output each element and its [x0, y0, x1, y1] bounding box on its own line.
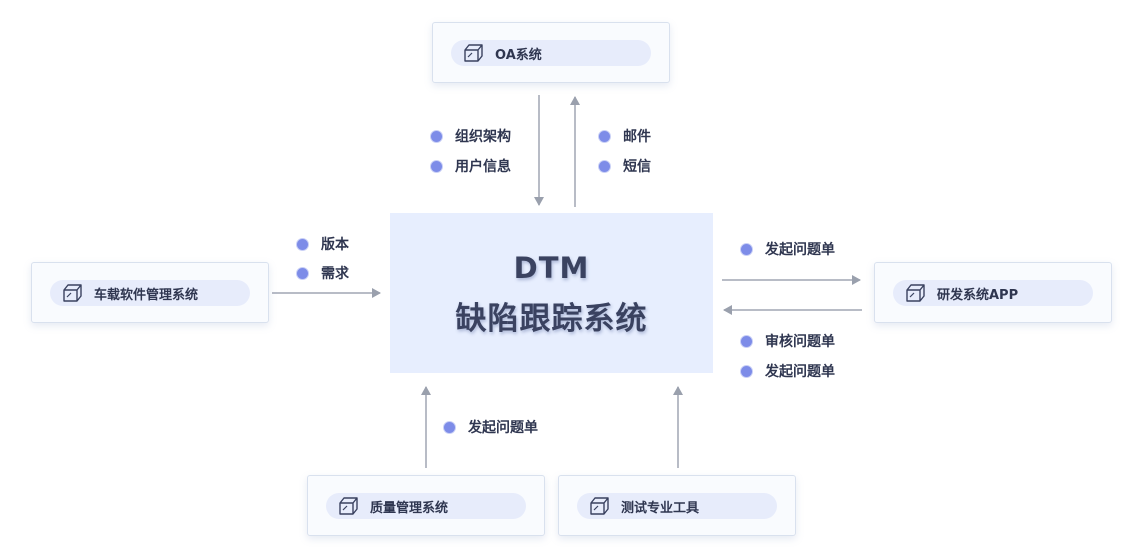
bullet-dot [740, 364, 753, 378]
flow-label-org-structure: 组织架构 [430, 126, 511, 146]
vehicle-system-box: 车载软件管理系统 [31, 262, 269, 323]
oa-system-label: OA系统 [495, 47, 542, 63]
flow-label-raise-issue-quality: 发起问题单 [443, 417, 538, 437]
rnd-app-pill: 研发系统APP [893, 280, 1093, 306]
cube-icon [464, 44, 483, 62]
vehicle-system-label: 车载软件管理系统 [94, 287, 199, 303]
quality-system-label: 质量管理系统 [370, 500, 449, 516]
flow-label-version: 版本 [296, 234, 349, 254]
dtm-center-box: DTM 缺陷跟踪系统 [390, 213, 713, 373]
bullet-dot [598, 159, 611, 173]
cube-icon [339, 497, 358, 515]
bullet-dot [296, 266, 309, 280]
bullet-dot [430, 129, 443, 143]
oa-system-box: OA系统 [432, 22, 670, 83]
bullet-dot [740, 334, 753, 348]
testing-tools-pill: 测试专业工具 [577, 493, 777, 519]
vehicle-system-pill: 车载软件管理系统 [50, 280, 250, 306]
cube-icon [63, 284, 82, 302]
bullet-dot [430, 159, 443, 173]
bullet-dot [598, 129, 611, 143]
flow-label-review-issue: 审核问题单 [740, 331, 835, 351]
quality-system-pill: 质量管理系统 [326, 493, 526, 519]
bullet-dot [296, 237, 309, 251]
flow-label-sms: 短信 [598, 156, 651, 176]
rnd-app-label: 研发系统APP [937, 287, 1019, 303]
bullet-dot [740, 242, 753, 256]
flow-label-raise-issue-from-app: 发起问题单 [740, 361, 835, 381]
cube-icon [906, 284, 925, 302]
flow-label-requirement: 需求 [296, 263, 349, 283]
rnd-app-box: 研发系统APP [874, 262, 1112, 323]
testing-tools-box: 测试专业工具 [558, 475, 796, 536]
flow-label-raise-issue-to-app: 发起问题单 [740, 239, 835, 259]
flow-label-user-info: 用户信息 [430, 156, 511, 176]
bullet-dot [443, 420, 456, 434]
cube-icon [590, 497, 609, 515]
oa-system-pill: OA系统 [451, 40, 651, 66]
center-title: DTM [513, 251, 590, 285]
flow-label-email: 邮件 [598, 126, 651, 146]
testing-tools-label: 测试专业工具 [621, 500, 700, 516]
center-subtitle: 缺陷跟踪系统 [455, 301, 648, 337]
quality-system-box: 质量管理系统 [307, 475, 545, 536]
